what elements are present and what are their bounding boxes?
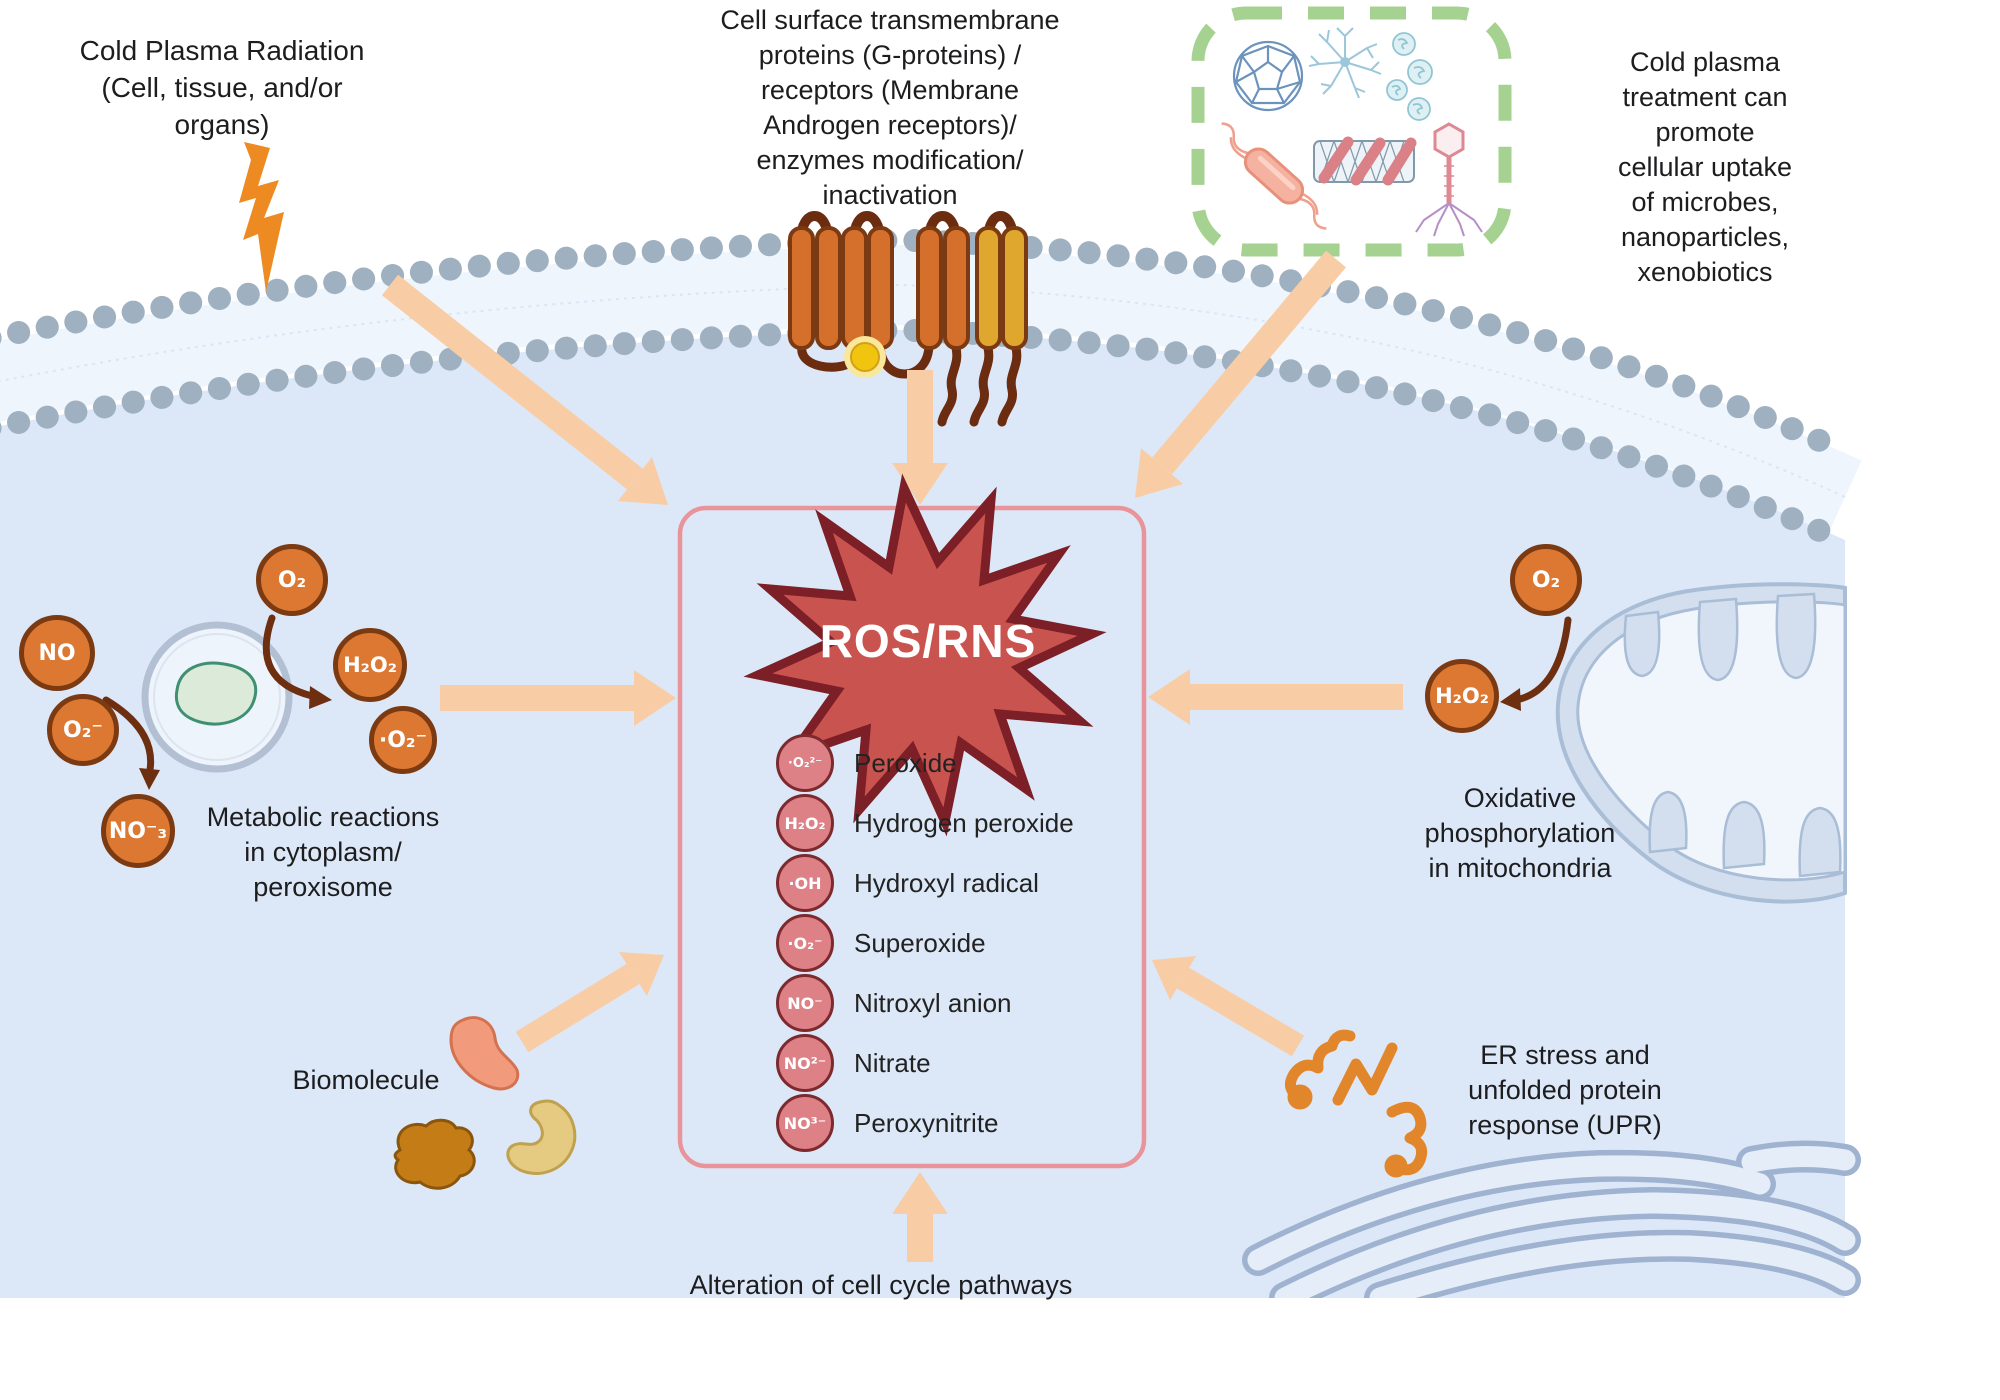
label-cell-surface: Cell surface transmembrane proteins (G-p… <box>720 5 1060 210</box>
transmembrane-receptor-icon <box>788 211 1028 427</box>
molecule-o2-left: O₂ <box>256 544 328 616</box>
arrow-o2-to-h2o2-right <box>1500 616 1572 711</box>
dendrimer-icon <box>1308 27 1382 99</box>
nanoparticles-icon <box>1386 32 1433 121</box>
arrow-radiation-to-box <box>381 274 668 505</box>
biomolecule-blobs-icon <box>393 1016 577 1190</box>
mitochondria-icon <box>1555 582 1847 904</box>
membrane-outer-heads <box>0 228 1857 464</box>
ros-formula-badge: ·O₂⁻ <box>776 914 834 972</box>
membrane-inner-heads <box>0 318 1857 554</box>
arrow-metabolic-to-box <box>440 670 676 726</box>
arrow-o2-to-h2o2-left <box>262 614 332 709</box>
ros-formula-badge: ·OH <box>776 854 834 912</box>
ros-item-label: Nitrate <box>854 1047 931 1078</box>
ros-formula-badge: NO²⁻ <box>776 1034 834 1092</box>
arrow-biomolecule-to-box <box>515 952 664 1053</box>
bacterium-icon <box>1221 122 1327 230</box>
ros-item-superoxide: ·O₂⁻ Superoxide <box>776 914 986 972</box>
arrow-mitochondria-to-box <box>1148 669 1403 725</box>
lightning-bolt-icon <box>239 142 284 292</box>
arrow-er-to-box <box>1152 956 1305 1057</box>
uptake-dashed-box <box>1191 6 1512 257</box>
arrow-receptor-to-box <box>892 370 948 505</box>
molecule-no: NO <box>19 615 95 691</box>
ros-formula-badge: NO⁻ <box>776 974 834 1032</box>
ros-formula-badge: NO³⁻ <box>776 1094 834 1152</box>
label-metabolic-reactions: Metabolic reactions in cytoplasm/ peroxi… <box>206 802 440 902</box>
molecule-superoxide-left: ·O₂⁻ <box>369 706 437 774</box>
molecule-no3: NO⁻₃ <box>101 794 175 868</box>
ros-item-hydroxyl-radical: ·OH Hydroxyl radical <box>776 854 1039 912</box>
ros-item-peroxide: ·O₂²⁻ Peroxide <box>776 734 957 792</box>
membrane-tails-texture <box>0 283 1846 498</box>
label-alteration-cell-cycle: Alteration of cell cycle pathways <box>689 1270 1073 1300</box>
ros-formula-badge: H₂O₂ <box>776 794 834 852</box>
arrow-no-to-no3 <box>102 696 160 790</box>
label-biomolecule: Biomolecule <box>292 1065 440 1095</box>
ros-rns-starburst <box>743 473 1107 837</box>
fullerene-icon <box>1232 40 1304 112</box>
molecule-h2o2-right: H₂O₂ <box>1425 659 1499 733</box>
ros-item-label: Peroxide <box>854 747 957 778</box>
ros-item-label: Nitroxyl anion <box>854 987 1012 1018</box>
unfolded-protein-icon <box>1284 1029 1428 1178</box>
ros-formula-badge: ·O₂²⁻ <box>776 734 834 792</box>
carbon-nanotube-icon <box>1313 136 1417 186</box>
ros-rns-title: ROS/RNS <box>819 615 1037 667</box>
ros-item-label: Hydroxyl radical <box>854 867 1039 898</box>
ros-item-hydrogen-peroxide: H₂O₂ Hydrogen peroxide <box>776 794 1074 852</box>
endoplasmic-reticulum-icon <box>1242 1140 1861 1400</box>
ros-item-nitroxyl-anion: NO⁻ Nitroxyl anion <box>776 974 1012 1032</box>
bacteriophage-icon <box>1415 122 1483 237</box>
ros-item-label: Peroxynitrite <box>854 1107 999 1138</box>
peroxisome-icon <box>141 621 293 773</box>
label-oxidative-phosphorylation: Oxidative phosphorylation in mitochondri… <box>1424 783 1616 883</box>
ros-item-label: Hydrogen peroxide <box>854 807 1074 838</box>
arrow-uptake-to-box <box>1135 250 1346 498</box>
label-er-stress: ER stress and unfolded protein response … <box>1468 1040 1662 1140</box>
molecule-o2-right: O₂ <box>1510 544 1582 616</box>
molecule-o2-minus: O₂⁻ <box>47 694 119 766</box>
ros-item-label: Superoxide <box>854 927 986 958</box>
label-cold-plasma-treatment: Cold plasma treatment can promote cellul… <box>1617 47 1793 287</box>
molecule-h2o2-left: H₂O₂ <box>333 628 407 702</box>
ros-item-nitrate: NO²⁻ Nitrate <box>776 1034 931 1092</box>
ros-item-peroxynitrite: NO³⁻ Peroxynitrite <box>776 1094 999 1152</box>
arrow-cellcycle-to-box <box>892 1172 948 1262</box>
label-cold-plasma-radiation: Cold Plasma Radiation (Cell, tissue, and… <box>79 35 365 140</box>
